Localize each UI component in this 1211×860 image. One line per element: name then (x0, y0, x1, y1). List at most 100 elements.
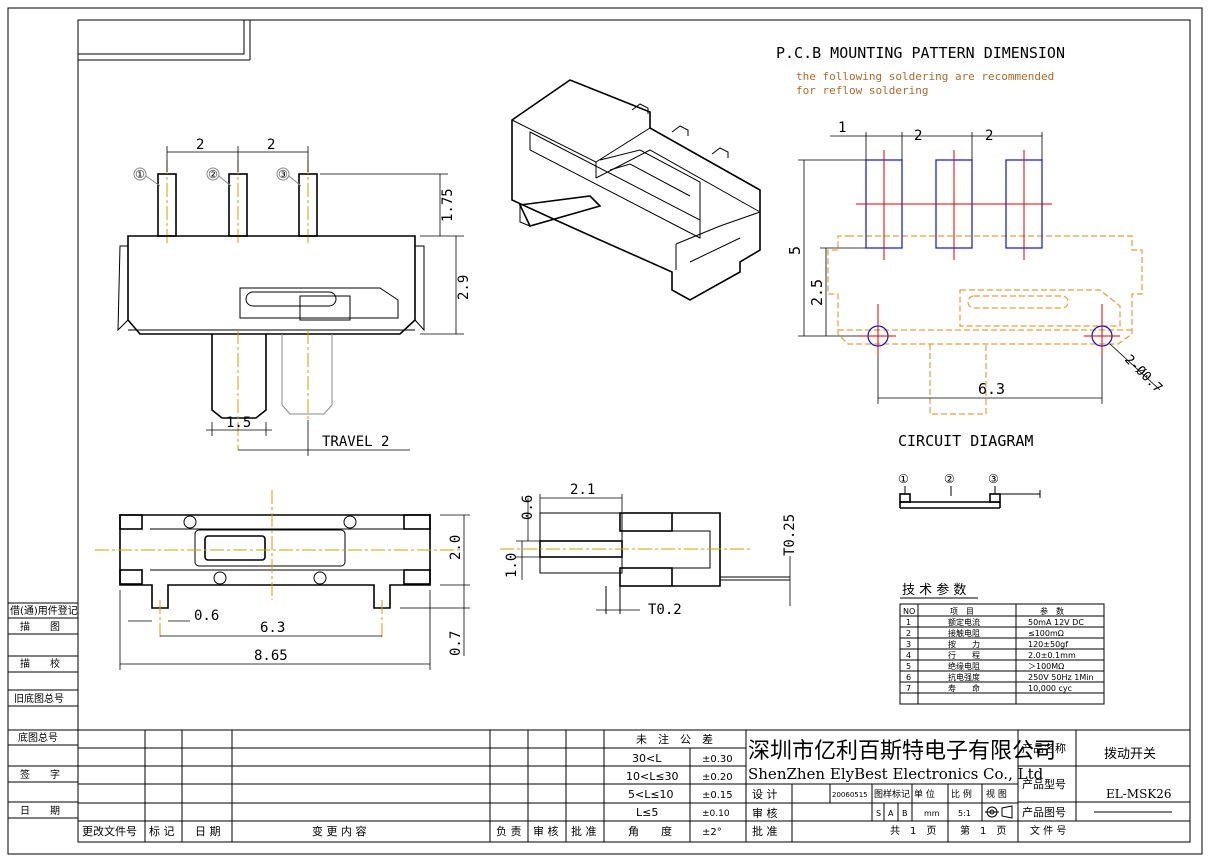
title-block: 深圳市亿利百斯特电子有限公司 ShenZhen ElyBest Electron… (746, 730, 1190, 842)
pcb-title: P.C.B MOUNTING PATTERN DIMENSION (776, 44, 1065, 62)
rev-header-3: 变 更 内 容 (312, 824, 367, 838)
tol-value-3: ±0.10 (702, 809, 730, 819)
tol-value-0: ±0.30 (702, 754, 733, 765)
review-label: 审 核 (752, 806, 778, 820)
front-pin-1-label: ① (135, 168, 145, 181)
circuit-pin-2: ② (944, 472, 955, 486)
side-label-4: 底图总号 (18, 731, 58, 744)
scale-value: 5:1 (958, 809, 971, 818)
circuit-title: CIRCUIT DIAGRAM (898, 432, 1033, 450)
circuit-pin-3: ③ (988, 472, 999, 486)
front-pitch-2: 2 (267, 137, 275, 153)
top-dim-span: 6.3 (260, 620, 285, 636)
sheets-total: 共 1 页 (890, 825, 936, 837)
front-knob-width: 1.5 (226, 415, 251, 431)
product-model-label: 产品型号 (1022, 777, 1066, 791)
design-date: 20060515 (832, 791, 868, 799)
spec-row-7-col-2: 10,000 cyc (1028, 684, 1072, 693)
rev-header-4: 负 责 (496, 824, 522, 838)
front-travel: TRAVEL 2 (322, 434, 389, 450)
isometric-view (511, 79, 761, 301)
top-dim-width: 2.0 (448, 535, 464, 560)
spec-row-1-col-2: 50mA 12V DC (1028, 618, 1084, 627)
view-label: 视 图 (986, 788, 1007, 800)
specs-header-no: NO (903, 607, 915, 616)
tol-range-2: 5<L≤10 (628, 788, 674, 801)
side-dim-t2: T0.2 (648, 602, 682, 618)
rev-header-1: 标 记 (149, 824, 175, 838)
mark-label: 图样标记 (874, 788, 910, 800)
tol-value-1: ±0.20 (702, 772, 733, 783)
drawing-no-label: 产品图号 (1022, 805, 1066, 819)
sheet-number: 第 1 页 (960, 824, 1006, 837)
spec-row-7-col-1: 寿 命 (948, 683, 980, 693)
design-label: 设 计 (752, 788, 778, 801)
top-dim-total: 8.65 (254, 648, 288, 664)
spec-row-4-col-1: 行 程 (948, 650, 980, 660)
front-pitch-1: 2 (196, 137, 204, 153)
corner-box (77, 19, 245, 55)
file-no-label: 文 件 号 (1030, 824, 1066, 837)
tol-value-2: ±0.15 (702, 790, 733, 801)
product-name: 拨动开关 (1104, 747, 1156, 762)
tol-range-3: L≤5 (636, 806, 658, 819)
top-view: 2.0 0.7 0.6 6.3 8.65 (95, 490, 470, 670)
unit-value: mm (924, 809, 940, 818)
spec-row-3-col-1: 按 力 (948, 639, 980, 649)
spec-row-1-col-1: 额定电流 (948, 617, 980, 627)
spec-row-6-col-0: 6 (906, 673, 911, 682)
circuit-diagram: CIRCUIT DIAGRAM ① ② ③ (898, 432, 1041, 509)
side-label-column: 借(通)用件登记 描 图 描 校 旧底图总号 底图总号 签 字 日 期 (8, 602, 78, 819)
revision-table: 更改文件号 标 记 日 期 变 更 内 容 负 责 审 核 批 准 (78, 729, 1190, 842)
pcb-dim-height: 5 (786, 246, 804, 255)
side-label-5: 签 字 (20, 768, 60, 781)
pcb-note-line-1: the following soldering are recommended (796, 70, 1054, 83)
top-dim-slot: 0.6 (194, 608, 219, 624)
spec-row-4-col-2: 2.0±0.1mm (1028, 651, 1076, 660)
rev-header-2: 日 期 (195, 825, 221, 838)
spec-row-6-col-1: 抗电强度 (948, 672, 980, 682)
rev-header-6: 批 准 (571, 824, 597, 838)
spec-row-2-col-0: 2 (906, 629, 911, 638)
spec-row-2-col-1: 接触电阻 (948, 628, 980, 638)
spec-row-2-col-2: ≤100mΩ (1028, 629, 1064, 638)
spec-row-5-col-1: 绝缘电阻 (948, 661, 980, 671)
approve-label: 批 准 (752, 824, 778, 838)
tolerance-title: 未 注 公 差 (636, 732, 713, 746)
mark-s: S (876, 809, 881, 818)
tolerance-block: 未 注 公 差 30<L ±0.30 10<L≤30 ±0.20 5<L≤10 … (626, 730, 747, 842)
spec-row-7-col-0: 7 (906, 684, 911, 693)
tol-value-4: ±2° (702, 827, 722, 838)
inner-frame (77, 19, 1191, 843)
specs-title: 技 术 参 数 (902, 582, 966, 598)
specs-table: 技 术 参 数 NO 项 目 参 数 1 额定电流 50mA 12V DC 2 接触电阻… (899, 582, 1105, 705)
company-name-cn: 深圳市亿利百斯特电子有限公司 (748, 739, 1056, 764)
front-body-height: 2.9 (456, 275, 472, 300)
projection-symbol-icon (985, 805, 1013, 819)
side-dim-t1: T0.25 (782, 514, 798, 556)
rev-header-5: 审 核 (533, 824, 559, 838)
product-name-label: 产品名称 (1022, 741, 1066, 755)
spec-row-4-col-0: 4 (906, 651, 911, 660)
pcb-note-line-2: for reflow soldering (796, 84, 928, 97)
pcb-dim-a: 1 (838, 120, 846, 136)
side-label-2: 描 校 (20, 657, 60, 670)
specs-header-value: 参 数 (1040, 606, 1064, 616)
pcb-dim-half-height: 2.5 (808, 279, 826, 306)
pcb-dim-hole: 2-Ø0.7 (1121, 352, 1165, 396)
circuit-pin-1: ① (898, 472, 909, 486)
side-label-6: 日 期 (20, 805, 60, 817)
tol-range-1: 10<L≤30 (626, 770, 679, 783)
side-dim-knob: 2.1 (570, 482, 595, 498)
company-name-en: ShenZhen ElyBest Electronics Co., Ltd (748, 765, 1044, 783)
specs-header-item: 项 目 (950, 607, 974, 616)
side-view: 2.1 0.6 1.0 T0.25 T0.2 (500, 482, 798, 618)
spec-row-1-col-0: 1 (906, 618, 911, 627)
side-dim-d1: 0.6 (520, 495, 536, 520)
rev-header-0: 更改文件号 (82, 824, 137, 838)
spec-row-6-col-2: 250V 50Hz 1Min (1028, 673, 1094, 682)
tol-range-0: 30<L (632, 752, 662, 765)
pcb-pattern: P.C.B MOUNTING PATTERN DIMENSION the fol… (776, 44, 1165, 415)
mark-a: A (888, 809, 894, 818)
